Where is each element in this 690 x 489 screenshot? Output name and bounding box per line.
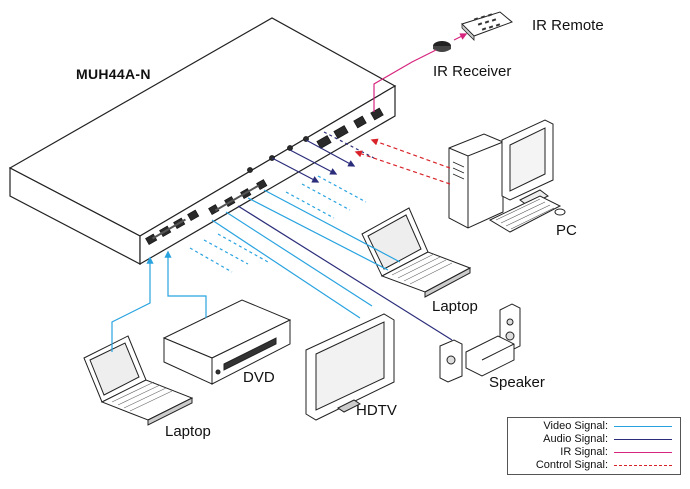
ir-remote-device xyxy=(461,11,513,41)
laptop-left-label: Laptop xyxy=(165,423,211,440)
legend-swatch-ir xyxy=(614,452,672,453)
legend-row-ir: IR Signal: xyxy=(508,446,680,458)
power-port xyxy=(370,107,384,121)
legend-label-control: Control Signal: xyxy=(535,459,608,471)
signal-legend: Video Signal: Audio Signal: IR Signal: C… xyxy=(507,417,681,475)
laptop-right-label: Laptop xyxy=(432,298,478,315)
pc-device xyxy=(448,119,566,233)
hdmi-output-port xyxy=(208,204,220,216)
speaker-label: Speaker xyxy=(489,374,545,391)
audio-port xyxy=(287,145,293,151)
legend-label-video: Video Signal: xyxy=(543,420,608,432)
matrix-rear-face xyxy=(139,84,396,266)
ir-remote-label: IR Remote xyxy=(532,17,604,34)
audio-signal-lines xyxy=(237,131,453,341)
laptop-right-device xyxy=(361,207,472,298)
legend-row-audio: Audio Signal: xyxy=(508,433,680,445)
legend-label-ir: IR Signal: xyxy=(560,446,608,458)
legend-row-video: Video Signal: xyxy=(508,420,680,432)
ir-receiver-device xyxy=(433,41,451,52)
audio-port xyxy=(247,167,253,173)
legend-label-audio: Audio Signal: xyxy=(543,433,608,445)
page-title: MUH44A-N xyxy=(76,66,151,82)
legend-swatch-audio xyxy=(614,439,672,440)
rs232-port xyxy=(333,125,349,139)
control-signal-lines xyxy=(354,138,451,185)
dvd-device xyxy=(162,299,292,385)
legend-row-control: Control Signal: xyxy=(508,459,680,471)
laptop-left-device xyxy=(83,335,194,426)
legend-swatch-control xyxy=(614,465,672,466)
dvd-label: DVD xyxy=(243,369,275,386)
pc-label: PC xyxy=(556,222,577,239)
ir-receiver-label: IR Receiver xyxy=(433,63,512,80)
hdtv-label: HDTV xyxy=(356,402,397,419)
video-signal-lines xyxy=(111,175,401,352)
hdmi-input-port xyxy=(187,209,200,222)
ir-port xyxy=(353,115,367,129)
legend-swatch-video xyxy=(614,426,672,427)
port-markings xyxy=(152,184,260,240)
hdtv-device xyxy=(305,313,395,421)
ir-signal-line xyxy=(373,33,468,112)
speaker-device xyxy=(439,303,521,383)
matrix-switcher xyxy=(8,17,397,266)
rs232-port xyxy=(316,135,332,149)
